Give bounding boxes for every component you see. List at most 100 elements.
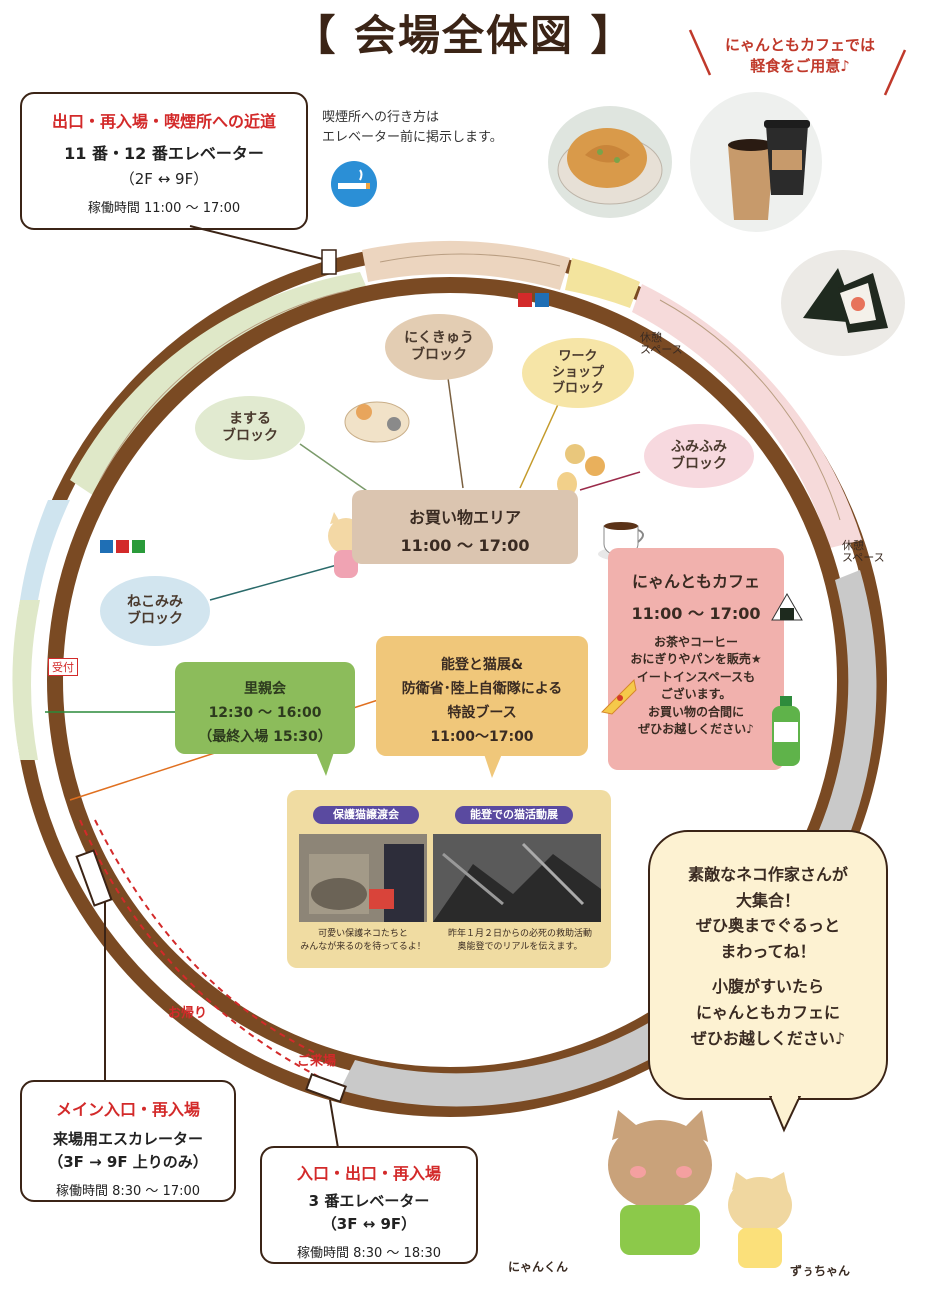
noto-pointer: [484, 754, 502, 778]
main-entrance-callout: メイン入口・再入場 来場用エスカレーター （3F → 9F 上りのみ） 稼働時間…: [20, 1080, 236, 1202]
speech-line7: ぜひお越しください♪: [690, 1028, 846, 1048]
cafe-note-line2: 軽食をご用意♪: [750, 57, 850, 75]
photo-right-caption: 昨年１月２日からの必死の救助活動 奥能登でのリアルを伝えます。: [435, 928, 605, 953]
speech-tail: [768, 1096, 802, 1133]
photo-left-label: 保護猫譲渡会: [313, 806, 419, 824]
photo-right-caption-1: 昨年１月２日からの必死の救助活動: [447, 929, 592, 939]
reception-label: 受付: [48, 658, 78, 676]
noto-line2: 防衛省･陸上自衛隊による: [401, 681, 563, 697]
photo-right-caption-2: 奥能登でのリアルを伝えます。: [457, 941, 583, 952]
character-right-name: ずぅちゃん: [790, 1264, 851, 1278]
entrance3-heading: 入口・出口・再入場: [296, 1164, 441, 1183]
main-entrance-hours: 稼働時間 8:30 〜 17:00: [55, 1184, 201, 1199]
entrance3-hours: 稼働時間 8:30 〜 18:30: [296, 1246, 442, 1261]
shopping-area-title: お買い物エリア: [408, 508, 521, 527]
smoking-icon: [331, 161, 377, 207]
speech-line4: まわってね！: [720, 941, 816, 961]
elevator3-marker: [305, 1073, 347, 1103]
cafe-panel: にゃんともカフェ 11:00 〜 17:00 お茶やコーヒー おにぎりやパンを販…: [608, 548, 784, 770]
satooya-note: （最終入場 15:30）: [198, 729, 332, 745]
cafe-desc-l1: お茶やコーヒー: [653, 635, 738, 649]
smoking-info-line1: 喫煙所への行き方は: [322, 110, 440, 125]
escalator-marker: [75, 849, 113, 907]
bread-photo: [548, 106, 672, 218]
speech-line6: にゃんともカフェに: [695, 1002, 840, 1022]
block-workshop: ワーク ショップ ブロック: [522, 338, 634, 408]
route-return-label: お帰り: [168, 1006, 208, 1021]
smoking-info: 喫煙所への行き方は エレベーター前に掲示します。: [322, 108, 503, 148]
rest-space-2: 休憩 スペース: [842, 539, 885, 565]
speech-line2: 大集合！: [735, 890, 800, 910]
onigiri-photo: [781, 250, 905, 356]
satooya-panel: 里親会 12:30 〜 16:00 （最終入場 15:30）: [175, 662, 355, 754]
speech-line3: ぜひ奥までぐるっと: [695, 916, 840, 936]
coffee-photo: [690, 92, 822, 232]
route-return: [94, 819, 321, 1056]
route-come-label: ご来場: [297, 1054, 337, 1069]
main-entrance-line1: 来場用エスカレーター: [52, 1130, 203, 1148]
route-come: [79, 819, 336, 1086]
zone-yellow-top: [565, 258, 640, 308]
entrance3-line1: 3 番エレベーター: [308, 1192, 430, 1210]
block-masuru: まする ブロック: [195, 396, 305, 460]
photo-left-caption-2: みんなが来るのを待ってるよ！: [300, 941, 426, 952]
elevator-top-marker: [321, 249, 337, 275]
exit-top-elevator: 11 番・12 番エレベーター: [64, 144, 264, 163]
cafe-note: にゃんともカフェでは 軽食をご用意♪: [690, 34, 910, 76]
photo-left-caption: 可愛い保護ネコたちと みんなが来るのを待ってるよ！: [293, 928, 433, 953]
cafe-desc-l4: ございます。: [660, 687, 732, 702]
speech-line5: 小腹がすいたら: [711, 977, 824, 997]
block-nikukyu: にくきゅう ブロック: [385, 314, 493, 380]
restroom-female-icon: [518, 293, 532, 307]
satooya-hours: 12:30 〜 16:00: [208, 705, 322, 721]
restroom-left-female-icon: [116, 540, 129, 553]
page-title: 【 会場全体図 】: [293, 11, 635, 60]
restroom-male-icon: [535, 293, 549, 307]
photo-adoption: [299, 834, 427, 922]
entrance3-callout: 入口・出口・再入場 3 番エレベーター （3F ↔ 9F） 稼働時間 8:30 …: [260, 1146, 478, 1264]
satooya-title: 里親会: [244, 681, 286, 697]
onigiri-icon: [771, 592, 803, 621]
pizza-icon: [600, 678, 637, 715]
exit-top-floors: （2F ↔ 9F）: [119, 170, 209, 188]
cafe-description: お茶やコーヒー おにぎりやパンを販売★ イートインスペースも ございます。 お買…: [608, 634, 784, 738]
photos-panel: 保護猫譲渡会 能登での猫活動展 可愛い保護ネコたちと みんなが来るのを待ってるよ…: [287, 790, 611, 968]
smoking-info-line2: エレベーター前に掲示します。: [322, 130, 503, 146]
booth-lines: [99, 253, 841, 521]
zone-green-reception: [12, 600, 40, 760]
exit-top-callout: 出口・再入場・喫煙所への近道 11 番・12 番エレベーター （2F ↔ 9F）…: [20, 92, 308, 230]
cafe-desc-l3: イートインスペースも: [636, 669, 756, 684]
noto-line3: 特設ブース: [447, 705, 517, 721]
cat-bun-illustration: [344, 401, 410, 443]
exit-top-hours: 稼働時間 11:00 〜 17:00: [87, 201, 241, 216]
shopping-area-panel: お買い物エリア 11:00 〜 17:00: [352, 490, 578, 564]
cafe-desc-l2: おにぎりやパンを販売★: [630, 652, 762, 667]
tea-bottle-icon: [772, 696, 800, 766]
zone-tan-top: [362, 240, 570, 290]
cafe-title: にゃんともカフェ: [631, 572, 760, 591]
cat-characters-illustration: [608, 1110, 792, 1268]
noto-line1: 能登と猫展&: [440, 657, 524, 673]
main-entrance-heading: メイン入口・再入場: [55, 1100, 200, 1119]
noto-hours: 11:00〜17:00: [430, 729, 534, 745]
zone-pink-right: [632, 284, 862, 548]
speech-line1: 素敵なネコ作家さんが: [688, 865, 848, 884]
accessible-restroom-icon: [132, 540, 145, 553]
photo-left-caption-1: 可愛い保護ネコたちと: [318, 929, 408, 939]
exit-top-heading: 出口・再入場・喫煙所への近道: [51, 112, 276, 131]
rest-space-1: 休憩 スペース: [640, 331, 683, 357]
main-entrance-line2: （3F → 9F 上りのみ）: [48, 1153, 208, 1171]
entrance3-line2: （3F ↔ 9F）: [321, 1215, 417, 1233]
cafe-note-accents: [688, 29, 907, 96]
block-nekomimi: ねこみみ ブロック: [100, 576, 210, 646]
satooya-pointer: [316, 752, 334, 776]
cafe-desc-l6: ぜひお越しください♪: [638, 721, 754, 736]
photo-noto-rescue: [433, 834, 601, 922]
noto-panel: 能登と猫展& 防衛省･陸上自衛隊による 特設ブース 11:00〜17:00: [376, 636, 588, 756]
block-fumifumi: ふみふみ ブロック: [644, 424, 754, 488]
zone-blue-left: [20, 500, 70, 600]
restroom-left-male-icon: [100, 540, 113, 553]
photo-right-label: 能登での猫活動展: [455, 806, 573, 824]
cafe-hours: 11:00 〜 17:00: [631, 604, 761, 623]
cafe-note-line1: にゃんともカフェでは: [724, 36, 875, 54]
